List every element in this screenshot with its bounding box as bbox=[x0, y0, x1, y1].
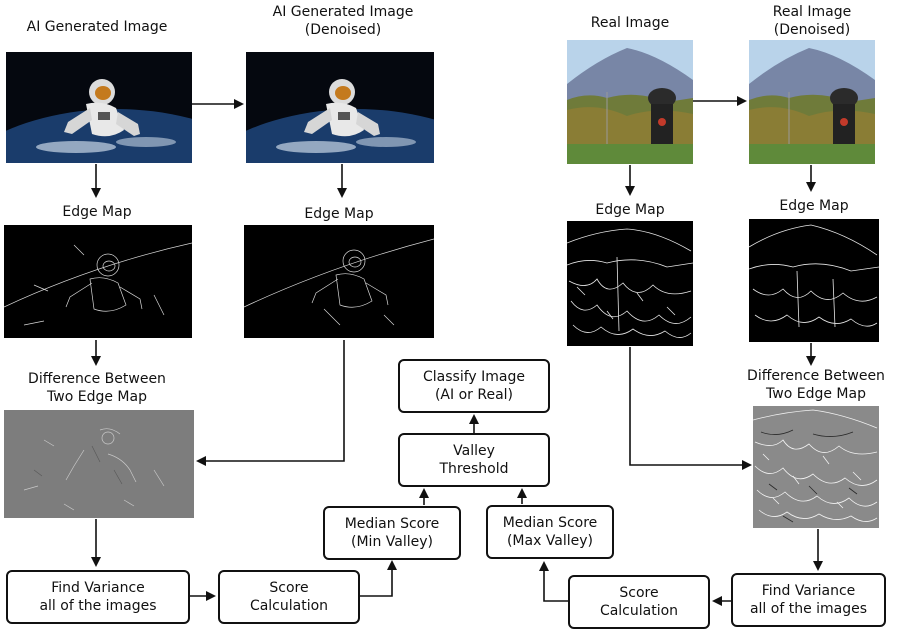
astronaut-figure bbox=[304, 79, 380, 137]
label-difference-real-line2: Two Edge Map bbox=[766, 386, 866, 402]
valley-threshold-line1: Valley bbox=[453, 443, 495, 459]
ai-generated-image bbox=[6, 52, 192, 163]
classify-image-line1: Classify Image bbox=[423, 369, 525, 385]
label-ai-generated-image: AI Generated Image bbox=[26, 19, 168, 35]
label-difference-real: Difference Between Two Edge Map bbox=[740, 367, 892, 403]
valley-threshold-box: Valley Threshold bbox=[398, 433, 550, 487]
arrow-real-edge-to-diff bbox=[629, 347, 752, 470]
label-real-image: Real Image bbox=[590, 15, 670, 31]
median-score-max-valley-box: Median Score (Max Valley) bbox=[486, 505, 614, 559]
variance-ai-line2: all of the images bbox=[39, 598, 157, 614]
label-edge-map-ai: Edge Map bbox=[62, 204, 132, 220]
label-real-denoised: Real Image (Denoised) bbox=[749, 3, 875, 39]
score-ai-line1: Score bbox=[269, 580, 309, 596]
variance-real-line2: all of the images bbox=[749, 601, 868, 617]
edge-map-real-denoised bbox=[749, 219, 879, 342]
find-variance-ai-box: Find Variance all of the images bbox=[6, 570, 190, 624]
label-difference-real-line1: Difference Between bbox=[747, 368, 885, 384]
label-ai-denoised: AI Generated Image (Denoised) bbox=[248, 3, 438, 39]
score-calculation-ai-box: Score Calculation bbox=[218, 570, 360, 624]
arrow-ai-score-to-median bbox=[360, 560, 397, 597]
variance-ai-line1: Find Variance bbox=[51, 580, 145, 596]
arrow-ai-denoised-edge-to-diff bbox=[196, 340, 345, 466]
difference-map-real bbox=[753, 406, 879, 528]
arrow-real-score-to-median bbox=[539, 561, 568, 602]
score-calculation-real-box: Score Calculation bbox=[568, 575, 710, 629]
score-ai-line2: Calculation bbox=[249, 598, 329, 614]
classify-image-line2: (AI or Real) bbox=[434, 387, 514, 403]
label-difference-ai: Difference Between Two Edge Map bbox=[2, 370, 192, 406]
label-edge-map-real-denoised: Edge Map bbox=[779, 198, 849, 214]
median-min-line1: Median Score bbox=[344, 516, 440, 532]
real-image bbox=[567, 40, 693, 164]
median-max-line2: (Max Valley) bbox=[506, 533, 594, 549]
label-real-denoised-line1: Real Image bbox=[772, 4, 852, 20]
label-edge-map-ai-denoised: Edge Map bbox=[304, 206, 374, 222]
classify-image-box: Classify Image (AI or Real) bbox=[398, 359, 550, 413]
label-ai-denoised-line1: AI Generated Image bbox=[272, 4, 414, 20]
median-min-line2: (Min Valley) bbox=[351, 534, 433, 550]
label-edge-map-real: Edge Map bbox=[595, 202, 665, 218]
astronaut-figure bbox=[64, 79, 140, 137]
score-real-line1: Score bbox=[619, 585, 659, 601]
score-real-line2: Calculation bbox=[599, 603, 679, 619]
edge-map-ai-denoised bbox=[244, 225, 434, 338]
find-variance-real-box: Find Variance all of the images bbox=[731, 573, 886, 627]
median-max-line1: Median Score bbox=[502, 515, 598, 531]
edge-map-real bbox=[567, 221, 693, 346]
variance-real-line1: Find Variance bbox=[761, 583, 856, 599]
difference-map-ai bbox=[4, 410, 194, 518]
ai-denoised-image bbox=[246, 52, 434, 163]
edge-map-ai bbox=[4, 225, 192, 338]
label-difference-ai-line1: Difference Between bbox=[28, 371, 166, 387]
valley-threshold-line2: Threshold bbox=[439, 461, 509, 477]
median-score-min-valley-box: Median Score (Min Valley) bbox=[323, 506, 461, 560]
label-real-denoised-line2: (Denoised) bbox=[773, 22, 851, 38]
real-denoised-image bbox=[749, 40, 875, 164]
label-difference-ai-line2: Two Edge Map bbox=[47, 389, 147, 405]
label-ai-denoised-line2: (Denoised) bbox=[304, 22, 382, 38]
